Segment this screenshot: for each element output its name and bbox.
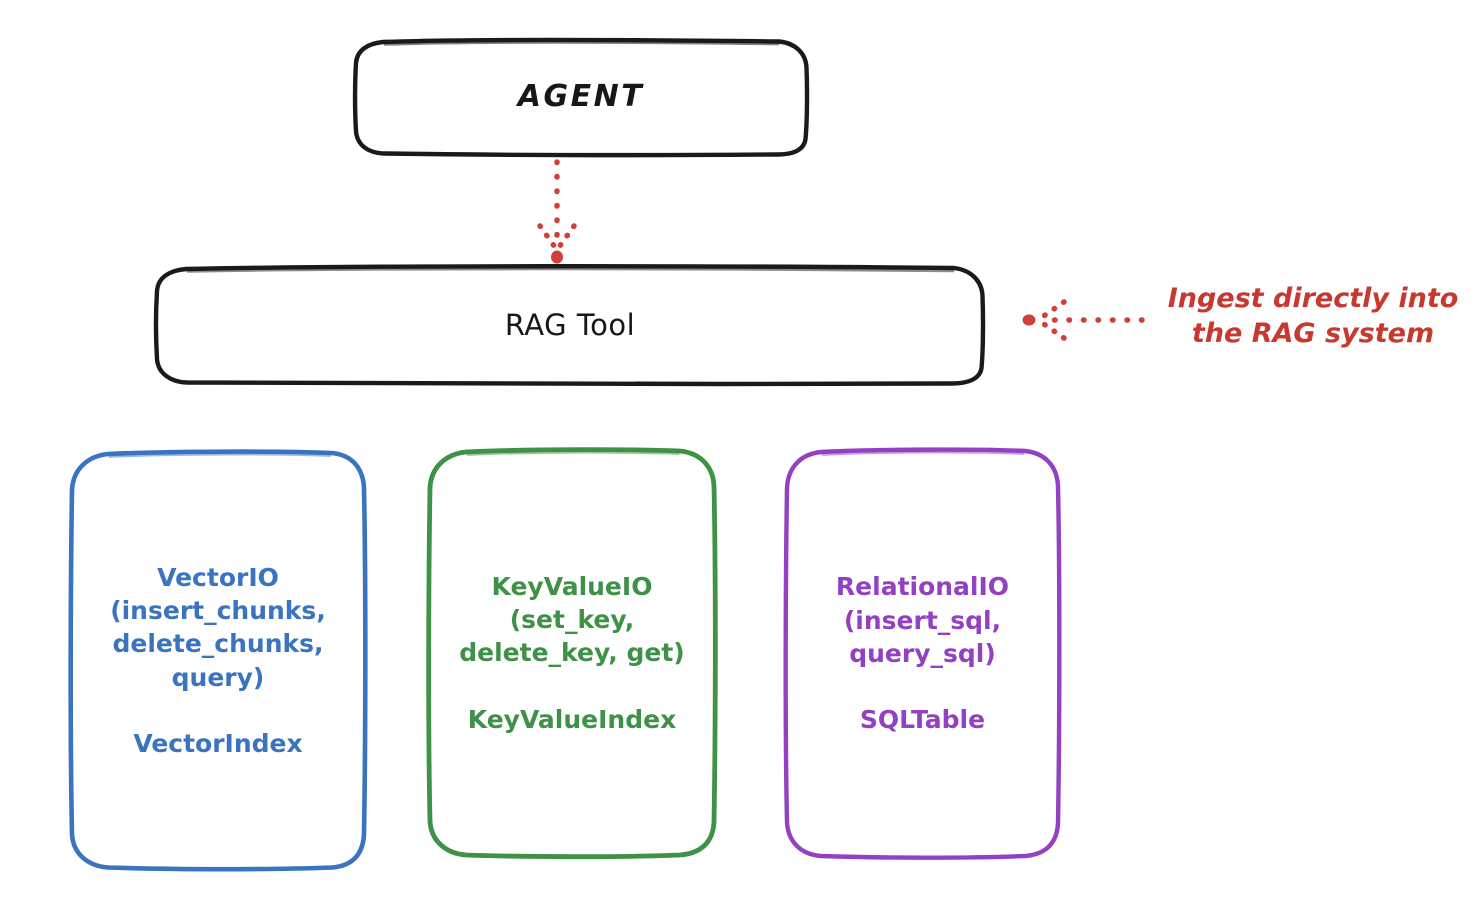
node-agent-label: AGENT [517,79,645,115]
node-key-value-io-label: KeyValueIO (set_key, delete_key, get) Ke… [459,571,685,734]
node-relational-io[interactable]: RelationalIO (insert_sql, query_sql) SQL… [783,447,1062,860]
node-vector-io[interactable]: VectorIO (insert_chunks, delete_chunks, … [68,449,368,872]
node-relational-io-label: RelationalIO (insert_sql, query_sql) SQL… [835,572,1010,735]
node-rag-tool-label: RAG Tool [504,307,636,342]
node-rag-tool[interactable]: RAG Tool [153,264,986,387]
node-agent[interactable]: AGENT [352,37,810,158]
annotation-ingest-directly: Ingest directly into the RAG system [1167,283,1459,350]
connector-ingest-to-rag-tool [1022,299,1145,341]
connector-agent-to-rag-tool [537,159,577,264]
node-vector-io-label: VectorIO (insert_chunks, delete_chunks, … [110,562,326,758]
node-key-value-io[interactable]: KeyValueIO (set_key, delete_key, get) Ke… [426,447,718,860]
